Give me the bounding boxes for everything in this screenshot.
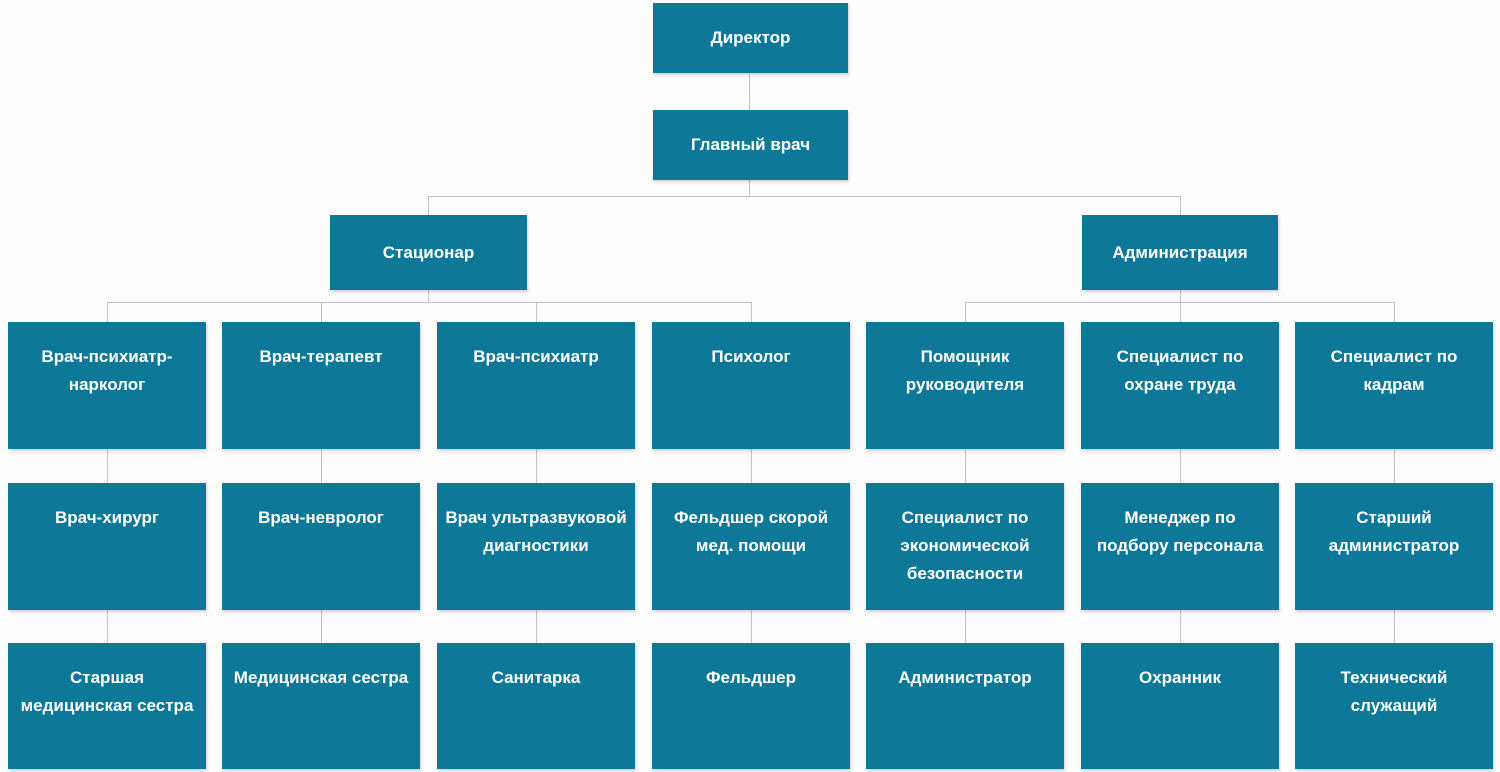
org-node-head-nurse: Старшая медицинская сестра xyxy=(8,643,206,769)
org-node-assistant-to-director: Помощник руководителя xyxy=(866,322,1064,449)
org-node-neurologist: Врач-невролог xyxy=(222,483,420,610)
connector-col7-row3 xyxy=(1394,610,1395,643)
org-node-chief-physician: Главный врач xyxy=(653,110,848,180)
connector-drop-col5 xyxy=(965,302,966,322)
org-node-recruitment-manager: Менеджер по подбору персонала xyxy=(1081,483,1279,610)
connector-administration-rail xyxy=(965,302,1394,303)
connector-col6-row3 xyxy=(1180,610,1181,643)
connector-drop-col3 xyxy=(536,302,537,322)
connector-col5-row3 xyxy=(965,610,966,643)
org-node-orderly: Санитарка xyxy=(437,643,635,769)
org-node-psychiatrist-narcologist: Врач-психиатр-нарколог xyxy=(8,322,206,449)
connector-inpatient-rail xyxy=(107,302,751,303)
org-node-nurse: Медицинская сестра xyxy=(222,643,420,769)
org-node-therapist: Врач-терапевт xyxy=(222,322,420,449)
org-node-psychologist: Психолог xyxy=(652,322,850,449)
org-node-economic-security-specialist: Специалист по экономической безопасности xyxy=(866,483,1064,610)
connector-drop-inpatient xyxy=(428,196,429,215)
connector-col3-row3 xyxy=(536,610,537,643)
connector-drop-administration xyxy=(1180,196,1181,215)
org-node-ultrasound-doctor: Врач ультразвуковой диагностики xyxy=(437,483,635,610)
org-node-director: Директор xyxy=(653,3,848,73)
connector-col6-row2 xyxy=(1180,449,1181,483)
connector-drop-col2 xyxy=(321,302,322,322)
connector-director-chief xyxy=(749,73,750,110)
org-node-administrator: Администратор xyxy=(866,643,1064,769)
org-node-ambulance-paramedic: Фельдшер скорой мед. помощи xyxy=(652,483,850,610)
connector-drop-col7 xyxy=(1394,302,1395,322)
connector-drop-col1 xyxy=(107,302,108,322)
org-node-technical-worker: Технический служащий xyxy=(1295,643,1493,769)
org-node-inpatient: Стационар xyxy=(330,215,527,290)
org-node-psychiatrist: Врач-психиатр xyxy=(437,322,635,449)
connector-administration-stub xyxy=(1180,290,1181,302)
connector-drop-col4 xyxy=(751,302,752,322)
org-node-surgeon: Врач-хирург xyxy=(8,483,206,610)
connector-col1-row3 xyxy=(107,610,108,643)
connector-col1-row2 xyxy=(107,449,108,483)
connector-chief-stub xyxy=(749,180,750,197)
connector-col4-row2 xyxy=(751,449,752,483)
org-node-labor-safety-specialist: Специалист по охране труда xyxy=(1081,322,1279,449)
connector-col7-row2 xyxy=(1394,449,1395,483)
org-node-hr-specialist: Специалист по кадрам xyxy=(1295,322,1493,449)
org-node-security-guard: Охранник xyxy=(1081,643,1279,769)
connector-col2-row2 xyxy=(321,449,322,483)
org-node-administration: Администрация xyxy=(1082,215,1278,290)
connector-drop-col6 xyxy=(1180,302,1181,322)
connector-col4-row3 xyxy=(751,610,752,643)
connector-branches-rail xyxy=(428,196,1180,197)
org-node-senior-administrator: Старший администратор xyxy=(1295,483,1493,610)
org-node-paramedic: Фельдшер xyxy=(652,643,850,769)
connector-col3-row2 xyxy=(536,449,537,483)
connector-col2-row3 xyxy=(321,610,322,643)
connector-col5-row2 xyxy=(965,449,966,483)
connector-inpatient-stub xyxy=(428,290,429,302)
